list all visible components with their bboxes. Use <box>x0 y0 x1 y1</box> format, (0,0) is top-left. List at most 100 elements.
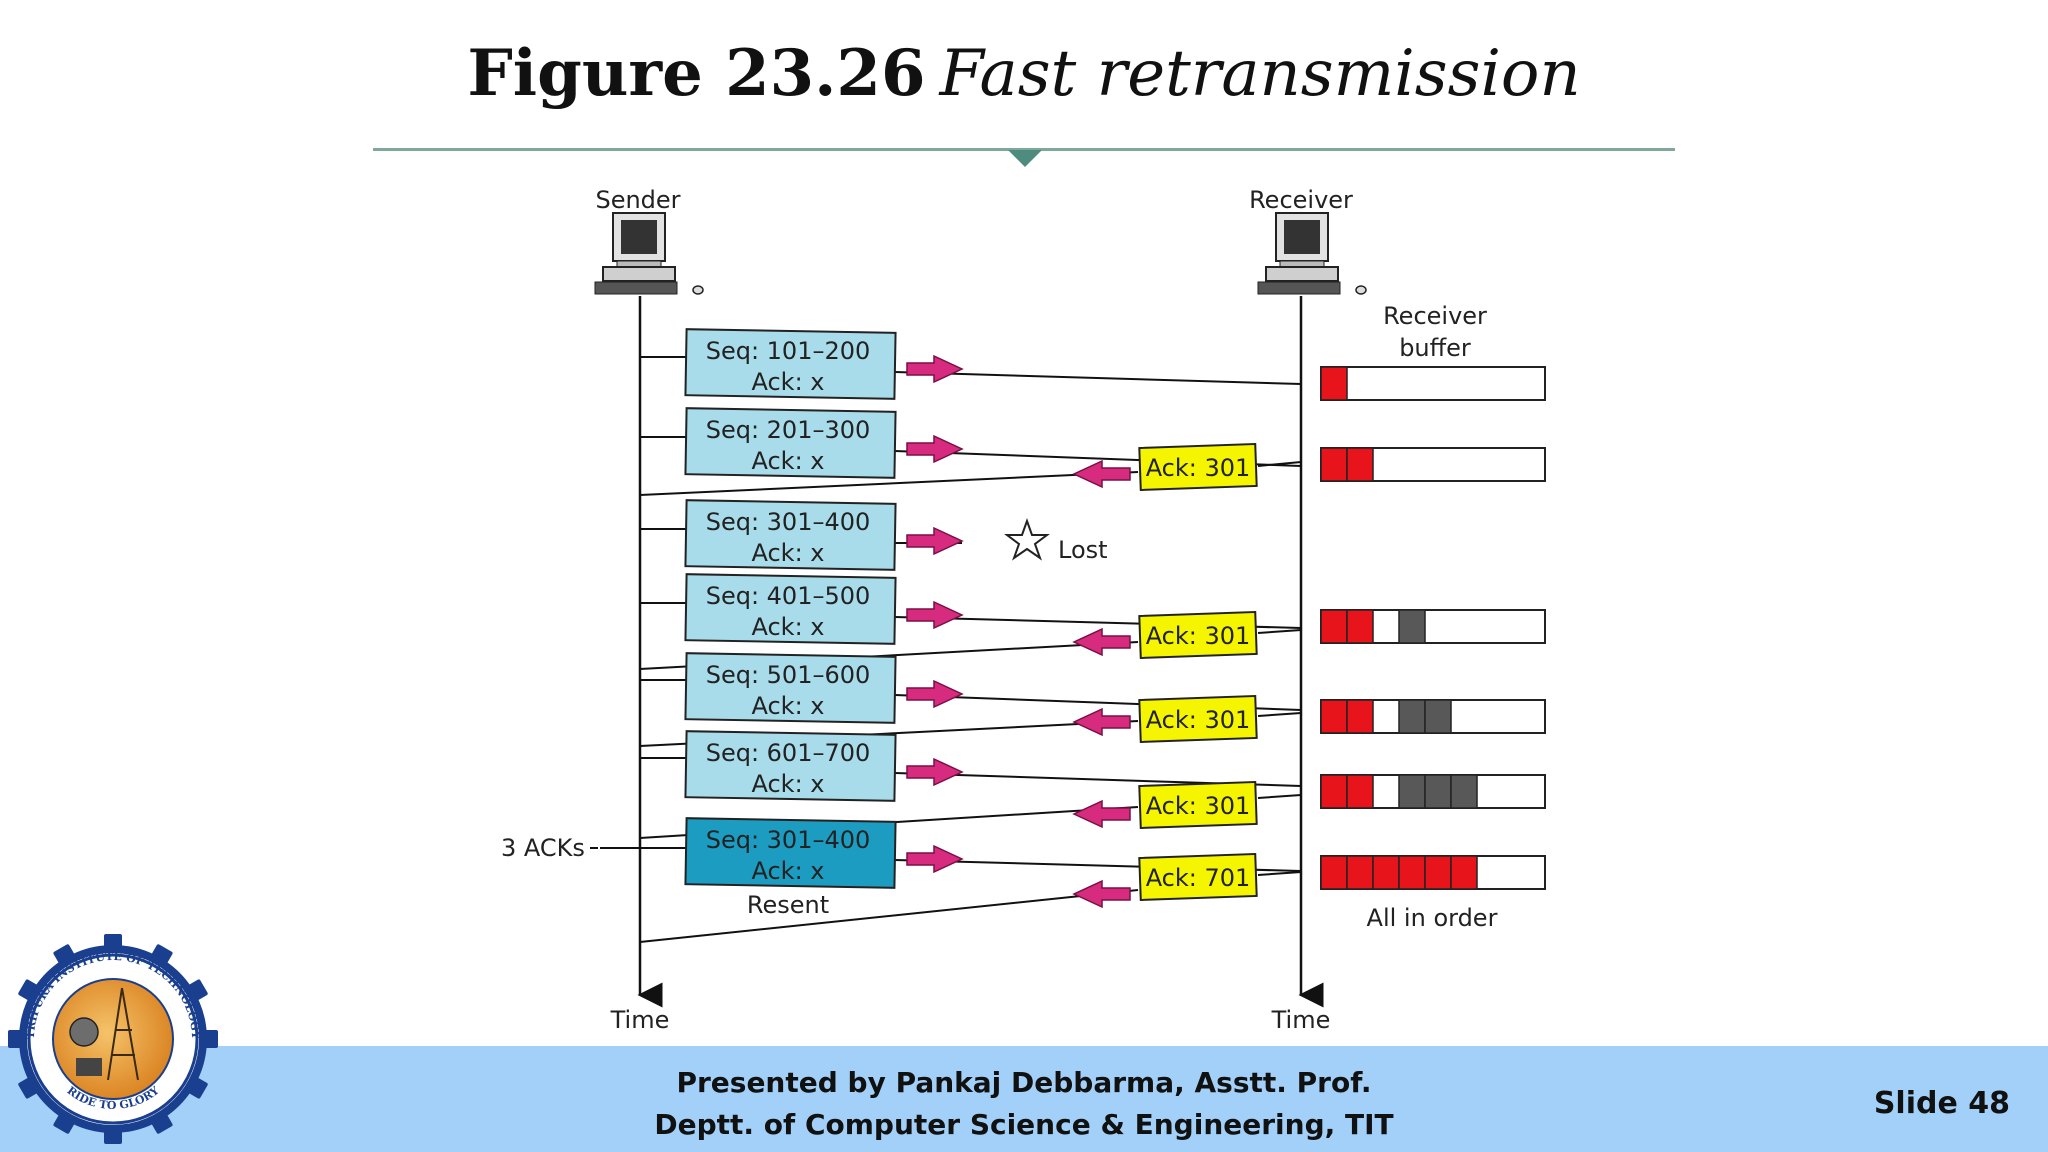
footer-bar: Presented by Pankaj Debbarma, Asstt. Pro… <box>0 1046 2048 1152</box>
buffer-cell-received <box>1398 855 1426 890</box>
buffer-cell-received <box>1346 447 1374 482</box>
buffer-cell-out-of-order <box>1450 774 1478 809</box>
buffer-cell-received <box>1346 855 1374 890</box>
segment-6: Seq: 601–700 Ack: x <box>684 730 897 802</box>
segment-5: Seq: 501–600 Ack: x <box>684 652 897 724</box>
divider-triangle-icon <box>1008 150 1042 167</box>
sender-label: Sender <box>595 186 680 214</box>
segment-resent-ack: Ack: x <box>751 857 824 885</box>
figure-number: Figure 23.26 <box>467 36 926 111</box>
institute-logo: TRIPURA INSTITUTE OF TECHNOLOGY RIDE TO … <box>8 934 218 1144</box>
buffer-cell-received <box>1320 609 1348 644</box>
buffer-cell-received <box>1320 366 1348 401</box>
segment-4: Seq: 401–500 Ack: x <box>684 573 897 645</box>
receiver-buffer-1 <box>1320 366 1546 401</box>
buffer-cell-out-of-order <box>1398 699 1426 734</box>
title-divider <box>373 148 1675 151</box>
presenter-line: Presented by Pankaj Debbarma, Asstt. Pro… <box>676 1066 1372 1099</box>
resent-label: Resent <box>747 891 829 919</box>
receiver-label: Receiver <box>1249 186 1353 214</box>
segment-resent-seq: Seq: 301–400 <box>706 826 871 854</box>
segment-1-seq: Seq: 101–200 <box>706 337 871 365</box>
segment-3: Seq: 301–400 Ack: x <box>684 499 897 571</box>
fast-retransmission-diagram: Sender Receiver Receiver buffer Time Tim… <box>501 186 1546 1034</box>
forward-arrow-icon <box>906 757 964 787</box>
buffer-cell-received <box>1320 774 1348 809</box>
lost-star-icon <box>1004 518 1050 561</box>
segment-1: Seq: 101–200 Ack: x <box>684 328 897 400</box>
segment-4-ack: Ack: x <box>751 613 824 641</box>
three-acks-label: 3 ACKs <box>501 834 585 862</box>
lost-label: Lost <box>1058 536 1108 564</box>
forward-arrow-icon <box>906 600 964 630</box>
segment-4-seq: Seq: 401–500 <box>706 582 871 610</box>
department-line: Deptt. of Computer Science & Engineering… <box>654 1108 1394 1141</box>
receiver-buffer-2 <box>1320 447 1546 482</box>
buffer-cell-received <box>1320 699 1348 734</box>
slide-number: Slide 48 <box>1873 1086 2010 1121</box>
receiver-buffer-6 <box>1320 855 1546 890</box>
segment-3-seq: Seq: 301–400 <box>706 508 871 536</box>
forward-arrow-icon <box>906 844 964 874</box>
buffer-cell-received <box>1424 855 1452 890</box>
segment-2: Seq: 201–300 Ack: x <box>684 407 897 479</box>
forward-arrow-icon <box>906 526 964 556</box>
segment-resent: Seq: 301–400 Ack: x <box>684 817 897 889</box>
buffer-cell-out-of-order <box>1398 774 1426 809</box>
segment-1-ack: Ack: x <box>751 368 824 396</box>
figure-name: Fast retransmission <box>939 37 1581 111</box>
sender-time-label: Time <box>610 1006 670 1034</box>
forward-arrow-icon <box>906 679 964 709</box>
ack-lines <box>639 461 1302 943</box>
dish-icon <box>69 1017 99 1047</box>
segment-5-ack: Ack: x <box>751 692 824 720</box>
computer-icon <box>76 1058 102 1076</box>
segment-3-ack: Ack: x <box>751 539 824 567</box>
ack-3: Ack: 301 <box>1072 694 1258 744</box>
backward-arrow-icon <box>1072 707 1131 737</box>
buffer-cell-received <box>1346 609 1374 644</box>
receiver-computer-icon <box>1257 212 1367 295</box>
backward-arrow-icon <box>1072 627 1131 657</box>
receiver-buffer-label-line1: Receiver <box>1383 302 1487 330</box>
buffer-cell-received <box>1346 774 1374 809</box>
backward-arrow-icon <box>1072 459 1131 489</box>
segment-lines <box>600 356 1302 872</box>
forward-arrow-icon <box>906 434 964 464</box>
buffer-cell-out-of-order <box>1424 774 1452 809</box>
ack-4: Ack: 301 <box>1072 780 1258 830</box>
sender-computer-icon <box>594 212 704 295</box>
ack-1: Ack: 301 <box>1072 442 1258 492</box>
ack-4-label: Ack: 301 <box>1146 792 1251 820</box>
ack-5: Ack: 701 <box>1072 852 1258 909</box>
ack-3-label: Ack: 301 <box>1146 706 1251 734</box>
buffer-cell-received <box>1320 855 1348 890</box>
receiver-buffer-5 <box>1320 774 1546 809</box>
segment-6-seq: Seq: 601–700 <box>706 739 871 767</box>
buffer-cell-received <box>1450 855 1478 890</box>
forward-arrow-icon <box>906 354 964 384</box>
receiver-buffer-3 <box>1320 609 1546 644</box>
segment-2-ack: Ack: x <box>751 447 824 475</box>
buffer-cell-received <box>1372 855 1400 890</box>
ack-2: Ack: 301 <box>1072 610 1258 660</box>
receiver-time-label: Time <box>1271 1006 1331 1034</box>
segment-2-seq: Seq: 201–300 <box>706 416 871 444</box>
all-in-order-label: All in order <box>1367 904 1498 932</box>
ack-1-label: Ack: 301 <box>1146 454 1251 482</box>
buffer-cell-received <box>1346 699 1374 734</box>
segment-6-ack: Ack: x <box>751 770 824 798</box>
receiver-buffer-4 <box>1320 699 1546 734</box>
tower-icon <box>107 987 139 1081</box>
forward-arrows <box>906 354 964 874</box>
backward-arrow-icon <box>1072 799 1131 829</box>
buffer-cell-received <box>1320 447 1348 482</box>
buffer-cell-out-of-order <box>1398 609 1426 644</box>
buffer-cell-out-of-order <box>1424 699 1452 734</box>
backward-arrow-icon <box>1072 879 1131 909</box>
segment-5-seq: Seq: 501–600 <box>706 661 871 689</box>
receiver-buffer-label-line2: buffer <box>1399 334 1471 362</box>
ack-2-label: Ack: 301 <box>1146 622 1251 650</box>
ack-5-label: Ack: 701 <box>1146 864 1251 892</box>
